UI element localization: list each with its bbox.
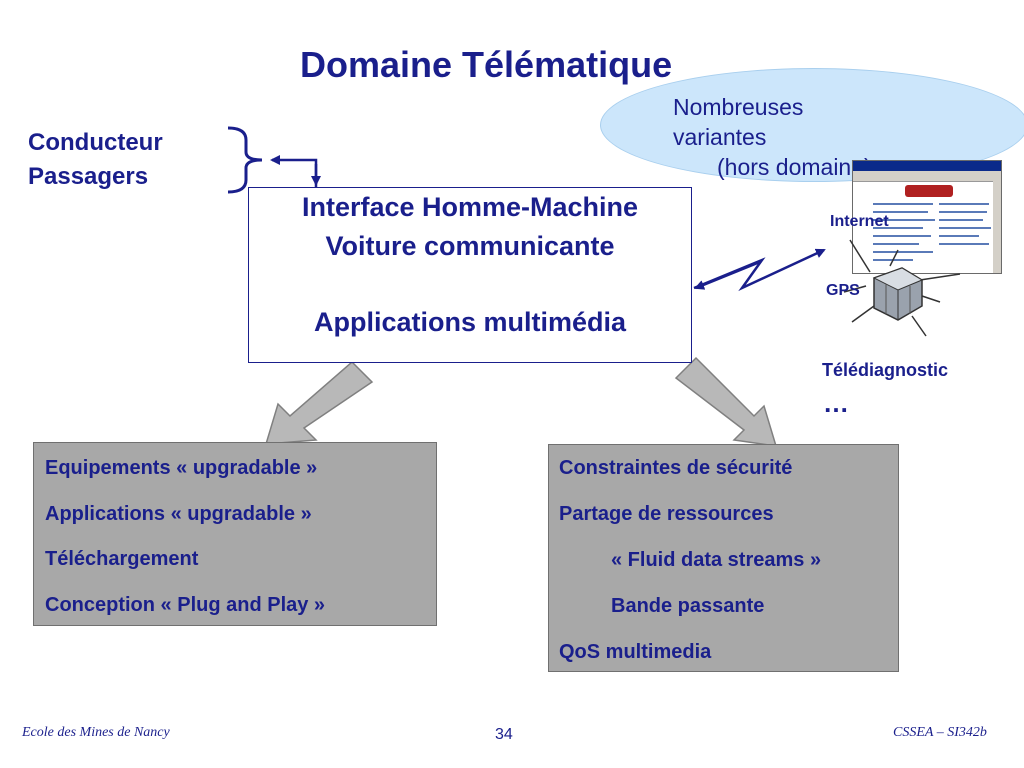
constraints-box: Constraintes de sécurité Partage de ress… xyxy=(548,444,899,672)
left-box-item: Equipements « upgradable » xyxy=(45,457,318,479)
arrow-to-right-box xyxy=(674,356,778,447)
arrow-to-left-box xyxy=(264,360,374,445)
gps-label: GPS xyxy=(826,282,860,299)
telediagnostic-label: Télédiagnostic xyxy=(822,360,949,380)
footer-course: CSSEA – SI342b xyxy=(893,725,987,740)
right-box-item: Constraintes de sécurité xyxy=(559,457,793,479)
ihm-line-3: Applications multimédia xyxy=(313,307,627,337)
browser-screenshot-icon xyxy=(852,160,1002,274)
left-box-item: Conception « Plug and Play » xyxy=(45,594,326,616)
page-number: 34 xyxy=(495,726,513,743)
people-labels: Conducteur Passagers xyxy=(28,126,163,194)
ihm-line-1: Interface Homme-Machine xyxy=(301,192,639,222)
upgradable-features-box: Equipements « upgradable » Applications … xyxy=(33,442,437,626)
cloud-text: Nombreuses variantes (hors domaine) xyxy=(673,92,872,182)
left-box-item: Téléchargement xyxy=(45,548,199,570)
internet-label: Internet xyxy=(830,213,889,230)
people-conducteur: Conducteur xyxy=(28,129,163,156)
cloud-line-1: Nombreuses xyxy=(673,94,804,120)
satellite-icon xyxy=(843,239,961,337)
wireless-link-start xyxy=(694,260,761,290)
left-box-item: Applications « upgradable » xyxy=(45,503,312,525)
brace-shape xyxy=(227,126,263,194)
footer-school: Ecole des Mines de Nancy xyxy=(22,725,170,740)
right-box-item-indented: Bande passante xyxy=(611,595,765,617)
cloud-line-2: variantes xyxy=(673,124,767,150)
cloud-line-3: (hors domaine) xyxy=(717,154,872,180)
wireless-link xyxy=(693,248,826,292)
ihm-line-2: Voiture communicante xyxy=(325,231,615,261)
right-box-item: QoS multimedia xyxy=(559,641,712,663)
people-passagers: Passagers xyxy=(28,163,149,190)
ihm-box: Interface Homme-Machine Voiture communic… xyxy=(248,187,692,363)
more-ellipsis: … xyxy=(823,388,849,418)
people-ihm-connector xyxy=(270,155,318,187)
slide-title: Domaine Télématique xyxy=(300,44,673,85)
right-box-item-indented: « Fluid data streams » xyxy=(611,549,822,571)
right-box-item: Partage de ressources xyxy=(559,503,774,525)
